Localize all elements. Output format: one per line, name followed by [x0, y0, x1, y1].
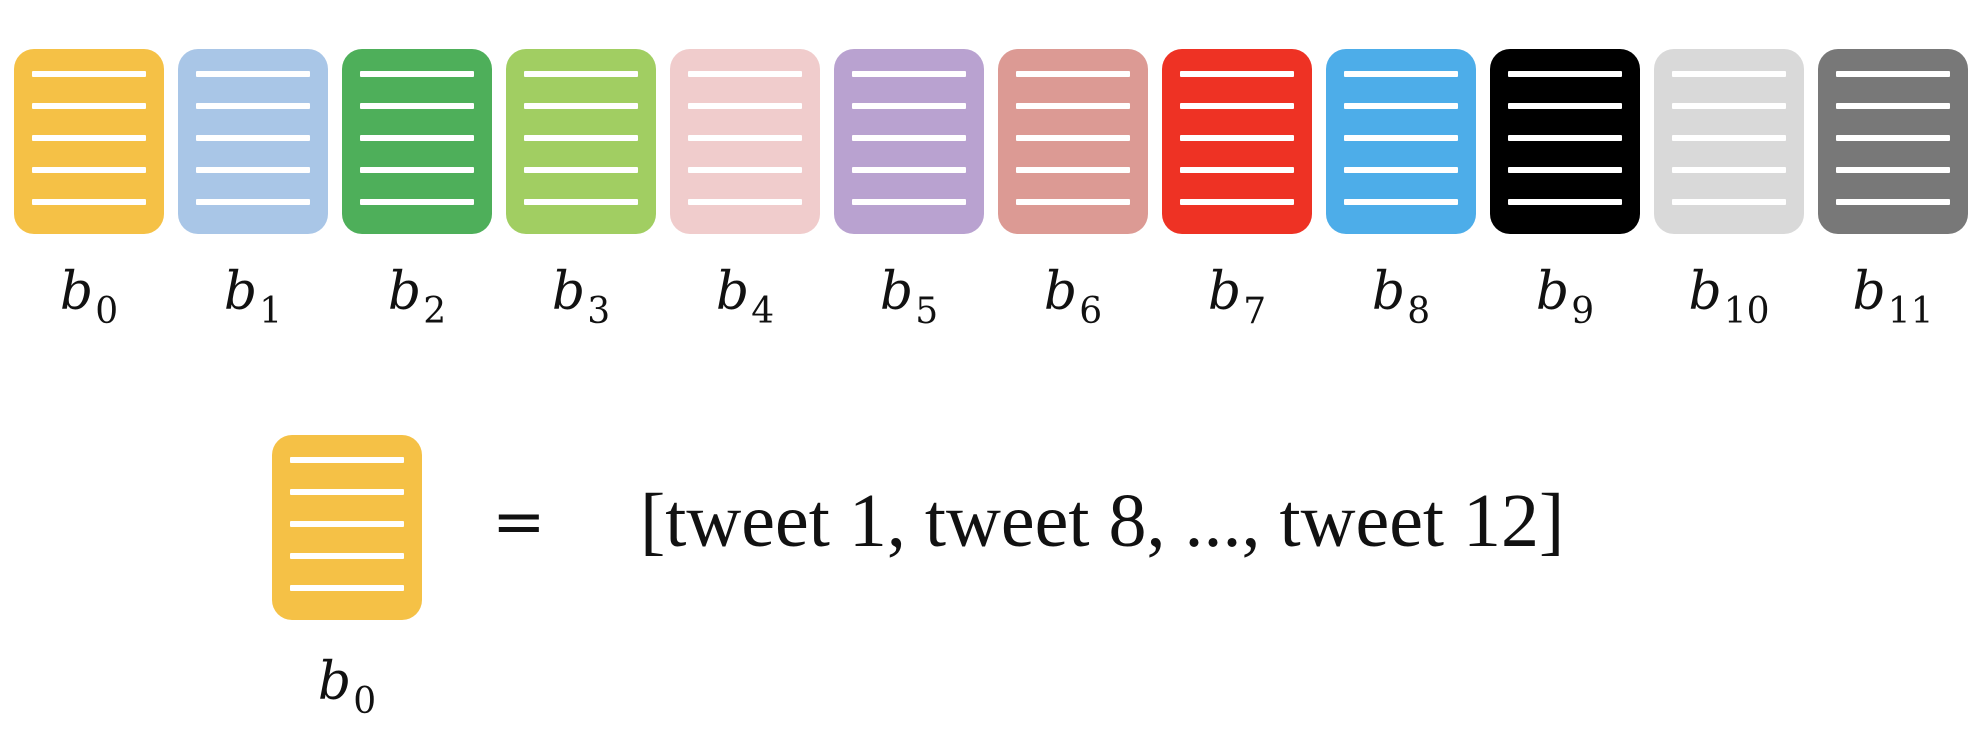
bucket-b10: b10	[1654, 0, 1804, 350]
bucket-label: b10	[1688, 262, 1770, 332]
bucket-b5: b5	[834, 0, 984, 350]
detail-bucket-b0: b0	[272, 420, 422, 750]
bucket-b6: b6	[998, 0, 1148, 350]
bucket-b2: b2	[342, 0, 492, 350]
bucket-label: b2	[387, 262, 447, 332]
bucket-detail: b0 = [tweet 1, tweet 8, ..., tweet 12]	[0, 420, 1986, 750]
document-icon	[834, 49, 984, 234]
bucket-label: b5	[879, 262, 939, 332]
document-icon	[670, 49, 820, 234]
bucket-b1: b1	[178, 0, 328, 350]
document-icon	[342, 49, 492, 234]
bucket-contents: [tweet 1, tweet 8, ..., tweet 12]	[640, 479, 1565, 563]
document-icon	[1162, 49, 1312, 234]
document-icon	[272, 435, 422, 620]
bucket-b3: b3	[506, 0, 656, 350]
document-icon	[1490, 49, 1640, 234]
bucket-label: b8	[1371, 262, 1431, 332]
document-icon	[178, 49, 328, 234]
bucket-b9: b9	[1490, 0, 1640, 350]
bucket-label: b3	[551, 262, 611, 332]
bucket-label: b1	[223, 262, 283, 332]
document-icon	[14, 49, 164, 234]
equals-sign: =	[492, 485, 546, 559]
document-icon	[1818, 49, 1968, 234]
bucket-b0: b0	[14, 0, 164, 350]
document-icon	[1654, 49, 1804, 234]
bucket-label: b0	[317, 652, 377, 722]
document-icon	[506, 49, 656, 234]
bucket-label: b6	[1043, 262, 1103, 332]
bucket-b7: b7	[1162, 0, 1312, 350]
bucket-label: b11	[1852, 262, 1934, 332]
bucket-label: b7	[1207, 262, 1267, 332]
bucket-b8: b8	[1326, 0, 1476, 350]
bucket-row: b0 b1 b2 b3 b4 b5 b6	[0, 0, 1986, 350]
bucket-b4: b4	[670, 0, 820, 350]
bucket-b11: b11	[1818, 0, 1968, 350]
document-icon	[998, 49, 1148, 234]
bucket-label: b0	[59, 262, 119, 332]
document-icon	[1326, 49, 1476, 234]
bucket-label: b9	[1535, 262, 1595, 332]
bucket-label: b4	[715, 262, 775, 332]
